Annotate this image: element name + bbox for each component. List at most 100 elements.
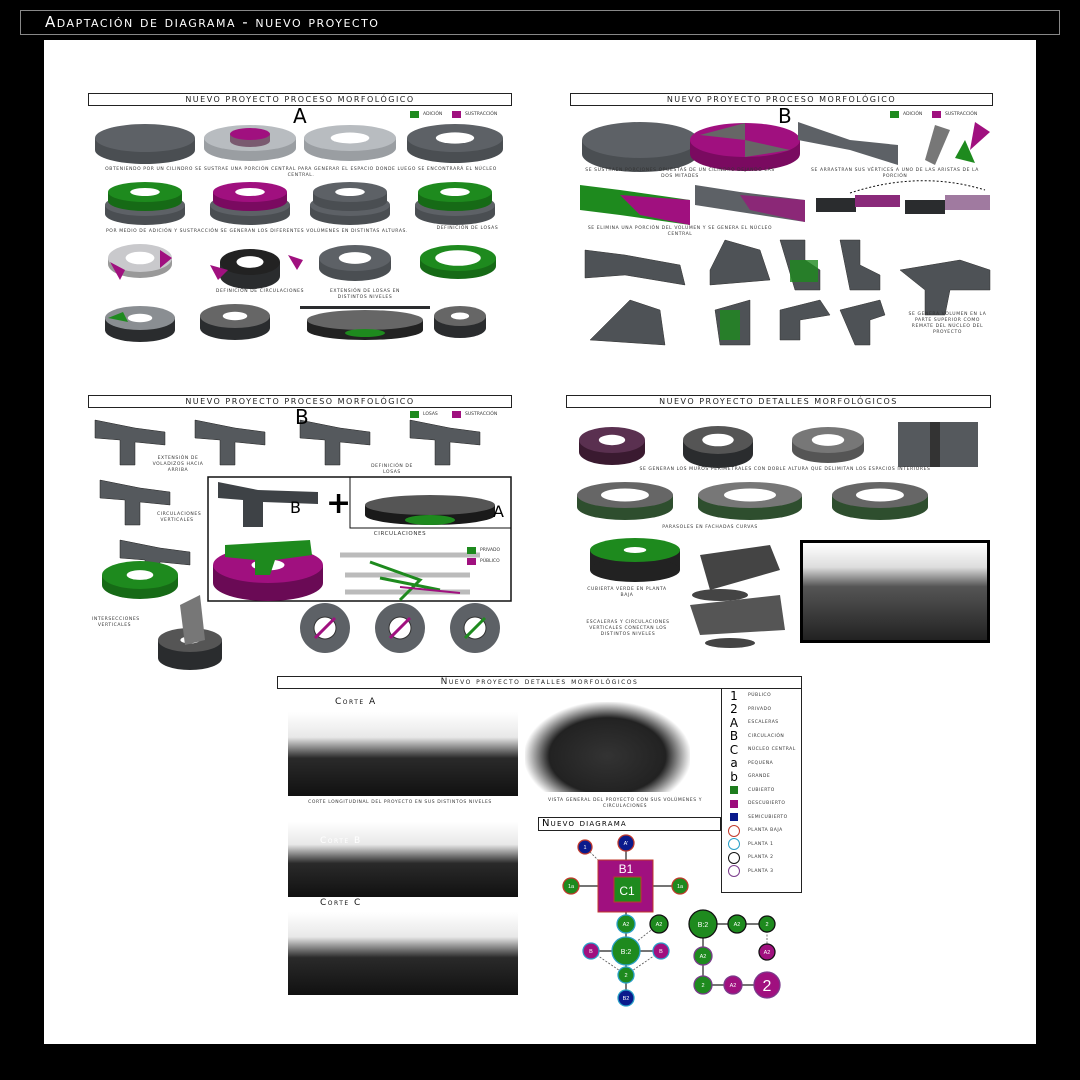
volume-a [365,495,495,515]
bowtie-sub [740,195,805,222]
perspective-image [525,702,690,792]
wedge [925,125,950,165]
element [890,111,899,118]
caption: Vista general del proyecto con sus volúm… [547,798,703,809]
circulation [369,560,441,602]
slab [905,200,945,214]
diagram-node [649,914,669,934]
stair-volume [690,595,785,635]
node-label: A' [624,841,629,847]
element [728,838,740,851]
node-label: B:2 [621,949,632,956]
solid-volume [839,299,886,346]
sub-piece [160,250,172,268]
solid-volume [839,239,881,291]
element: Sustracción [465,112,498,117]
node-label: A2 [764,950,771,956]
diagram-node [582,942,600,960]
removed-portion [745,140,790,157]
legend-item: 2Privado [722,702,801,716]
caption: Circulaciones [373,531,427,537]
legend-item: 1Público [722,689,801,703]
caption: Intersecciones verticales [92,617,140,628]
perimeter-wall-void [724,488,776,502]
section-label: Corte A [335,697,377,707]
element: Sustracción [945,112,978,117]
solid-volume [779,299,831,341]
section-a-image [288,712,518,796]
stage-letter: A [293,104,307,128]
wedge [955,140,975,163]
circulation [399,586,461,594]
upper-ring-void [235,188,265,196]
element [728,865,740,878]
legend-addition: Adición [410,111,442,118]
legend-addition: Adición [890,111,922,118]
green-core [405,515,455,525]
detail-joint [930,422,940,467]
node-label: A2 [700,954,707,960]
stage-letter: A [493,502,504,521]
element: Planta 3 [748,868,774,874]
node-label: 2 [701,983,704,989]
diagram-node [617,989,635,1007]
element: Planta 2 [748,855,774,861]
element: Público [748,693,772,699]
element: A [729,715,739,730]
bowtie-sub [620,195,690,225]
node-label: 2 [763,978,772,995]
sub-piece [288,255,303,270]
element: Planta 1 [748,841,774,847]
caption: Cubierta verde en planta baja [587,587,667,598]
legend-item: BCirculación [722,729,801,743]
legend-private: Privado [467,547,500,554]
diagram-node [758,943,776,961]
element [728,810,740,824]
slab [855,195,900,207]
element: C [729,742,739,757]
stage-letter: B [778,104,792,128]
curved-wall-void [811,434,845,446]
caption: Parasoles en fachadas curvas [662,525,758,530]
slab [300,306,430,309]
solid-volume [584,249,686,286]
node-label: B1 [619,862,634,876]
node-label: 1 [583,845,586,851]
element: Sustracción [465,412,498,417]
core-subtraction [230,128,270,140]
ring-segments-void [125,251,155,265]
removed-portion [700,123,745,140]
green-piece [108,312,128,322]
caption: Se sustraen porciones opuestas de un cil… [585,168,775,179]
element [410,111,419,118]
node-label: A2 [656,922,663,928]
diagram-node [723,975,743,995]
diagram-node [688,909,718,939]
node-label: 1a [677,884,684,890]
caption: Extensión de voladizos hacia arriba [152,456,204,473]
legend-item: a Pequeña [722,756,801,771]
diagram-title: Nuevo diagrama [538,817,721,831]
caption: Obteniendo por un cilindro se sustrae un… [105,167,497,178]
element: a [730,756,738,771]
plan-circulation [388,616,412,640]
node-c1 [613,876,642,903]
node-label: B2 [623,996,630,1002]
diagram-node [577,839,593,855]
ring-void [450,312,470,320]
green-ring-void [126,570,154,580]
sub-piece [210,265,228,280]
ring-void [338,252,372,264]
panel-title: Nuevo proyecto detalles morfológicos [277,676,802,689]
green-volume [790,260,818,282]
element: Pequeña [748,760,774,766]
slab [816,198,856,212]
element: Público [480,559,500,564]
panel-title: Nuevo proyecto proceso morfológico [88,395,512,408]
legend-subtraction: Sustracción [452,111,497,118]
element: Privado [480,548,501,553]
element [728,797,740,811]
element [452,411,461,418]
legend-subtraction: Sustracción [932,111,977,118]
